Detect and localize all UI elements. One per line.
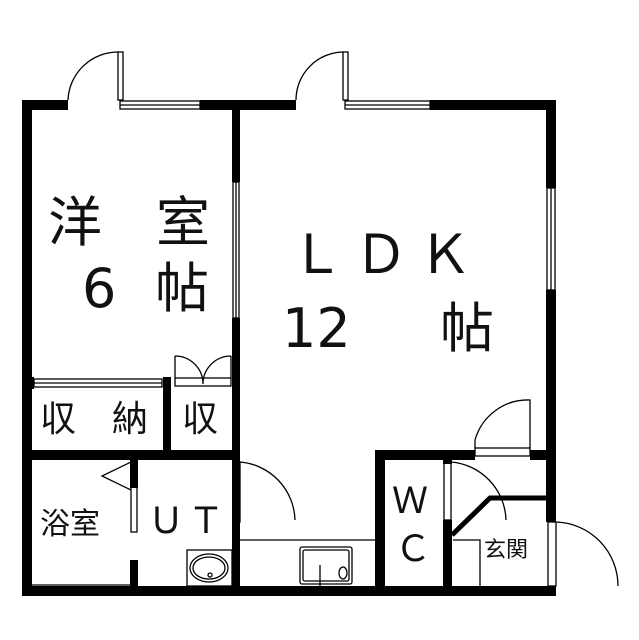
- walls: [22, 100, 556, 596]
- entrance-label: 玄関: [484, 538, 529, 563]
- western-room-name: 洋 室: [48, 191, 210, 254]
- western-room-size-unit: 帖: [155, 257, 209, 320]
- small-storage-label: 収: [182, 399, 219, 440]
- ldk-size-unit: 帖: [440, 297, 494, 360]
- storage-label: 収 納: [40, 399, 149, 440]
- bathroom-label: 浴室: [40, 507, 100, 542]
- ldk-size-number: 12: [282, 297, 351, 360]
- western-room-size-number: 6: [82, 257, 117, 320]
- utility-label: ＵＴ: [148, 501, 229, 542]
- ldk-room-name: ＬＤＫ: [290, 223, 482, 286]
- toilet-label-w: Ｗ: [392, 481, 429, 522]
- fixtures: [32, 51, 619, 587]
- toilet-label-c: Ｃ: [395, 529, 432, 570]
